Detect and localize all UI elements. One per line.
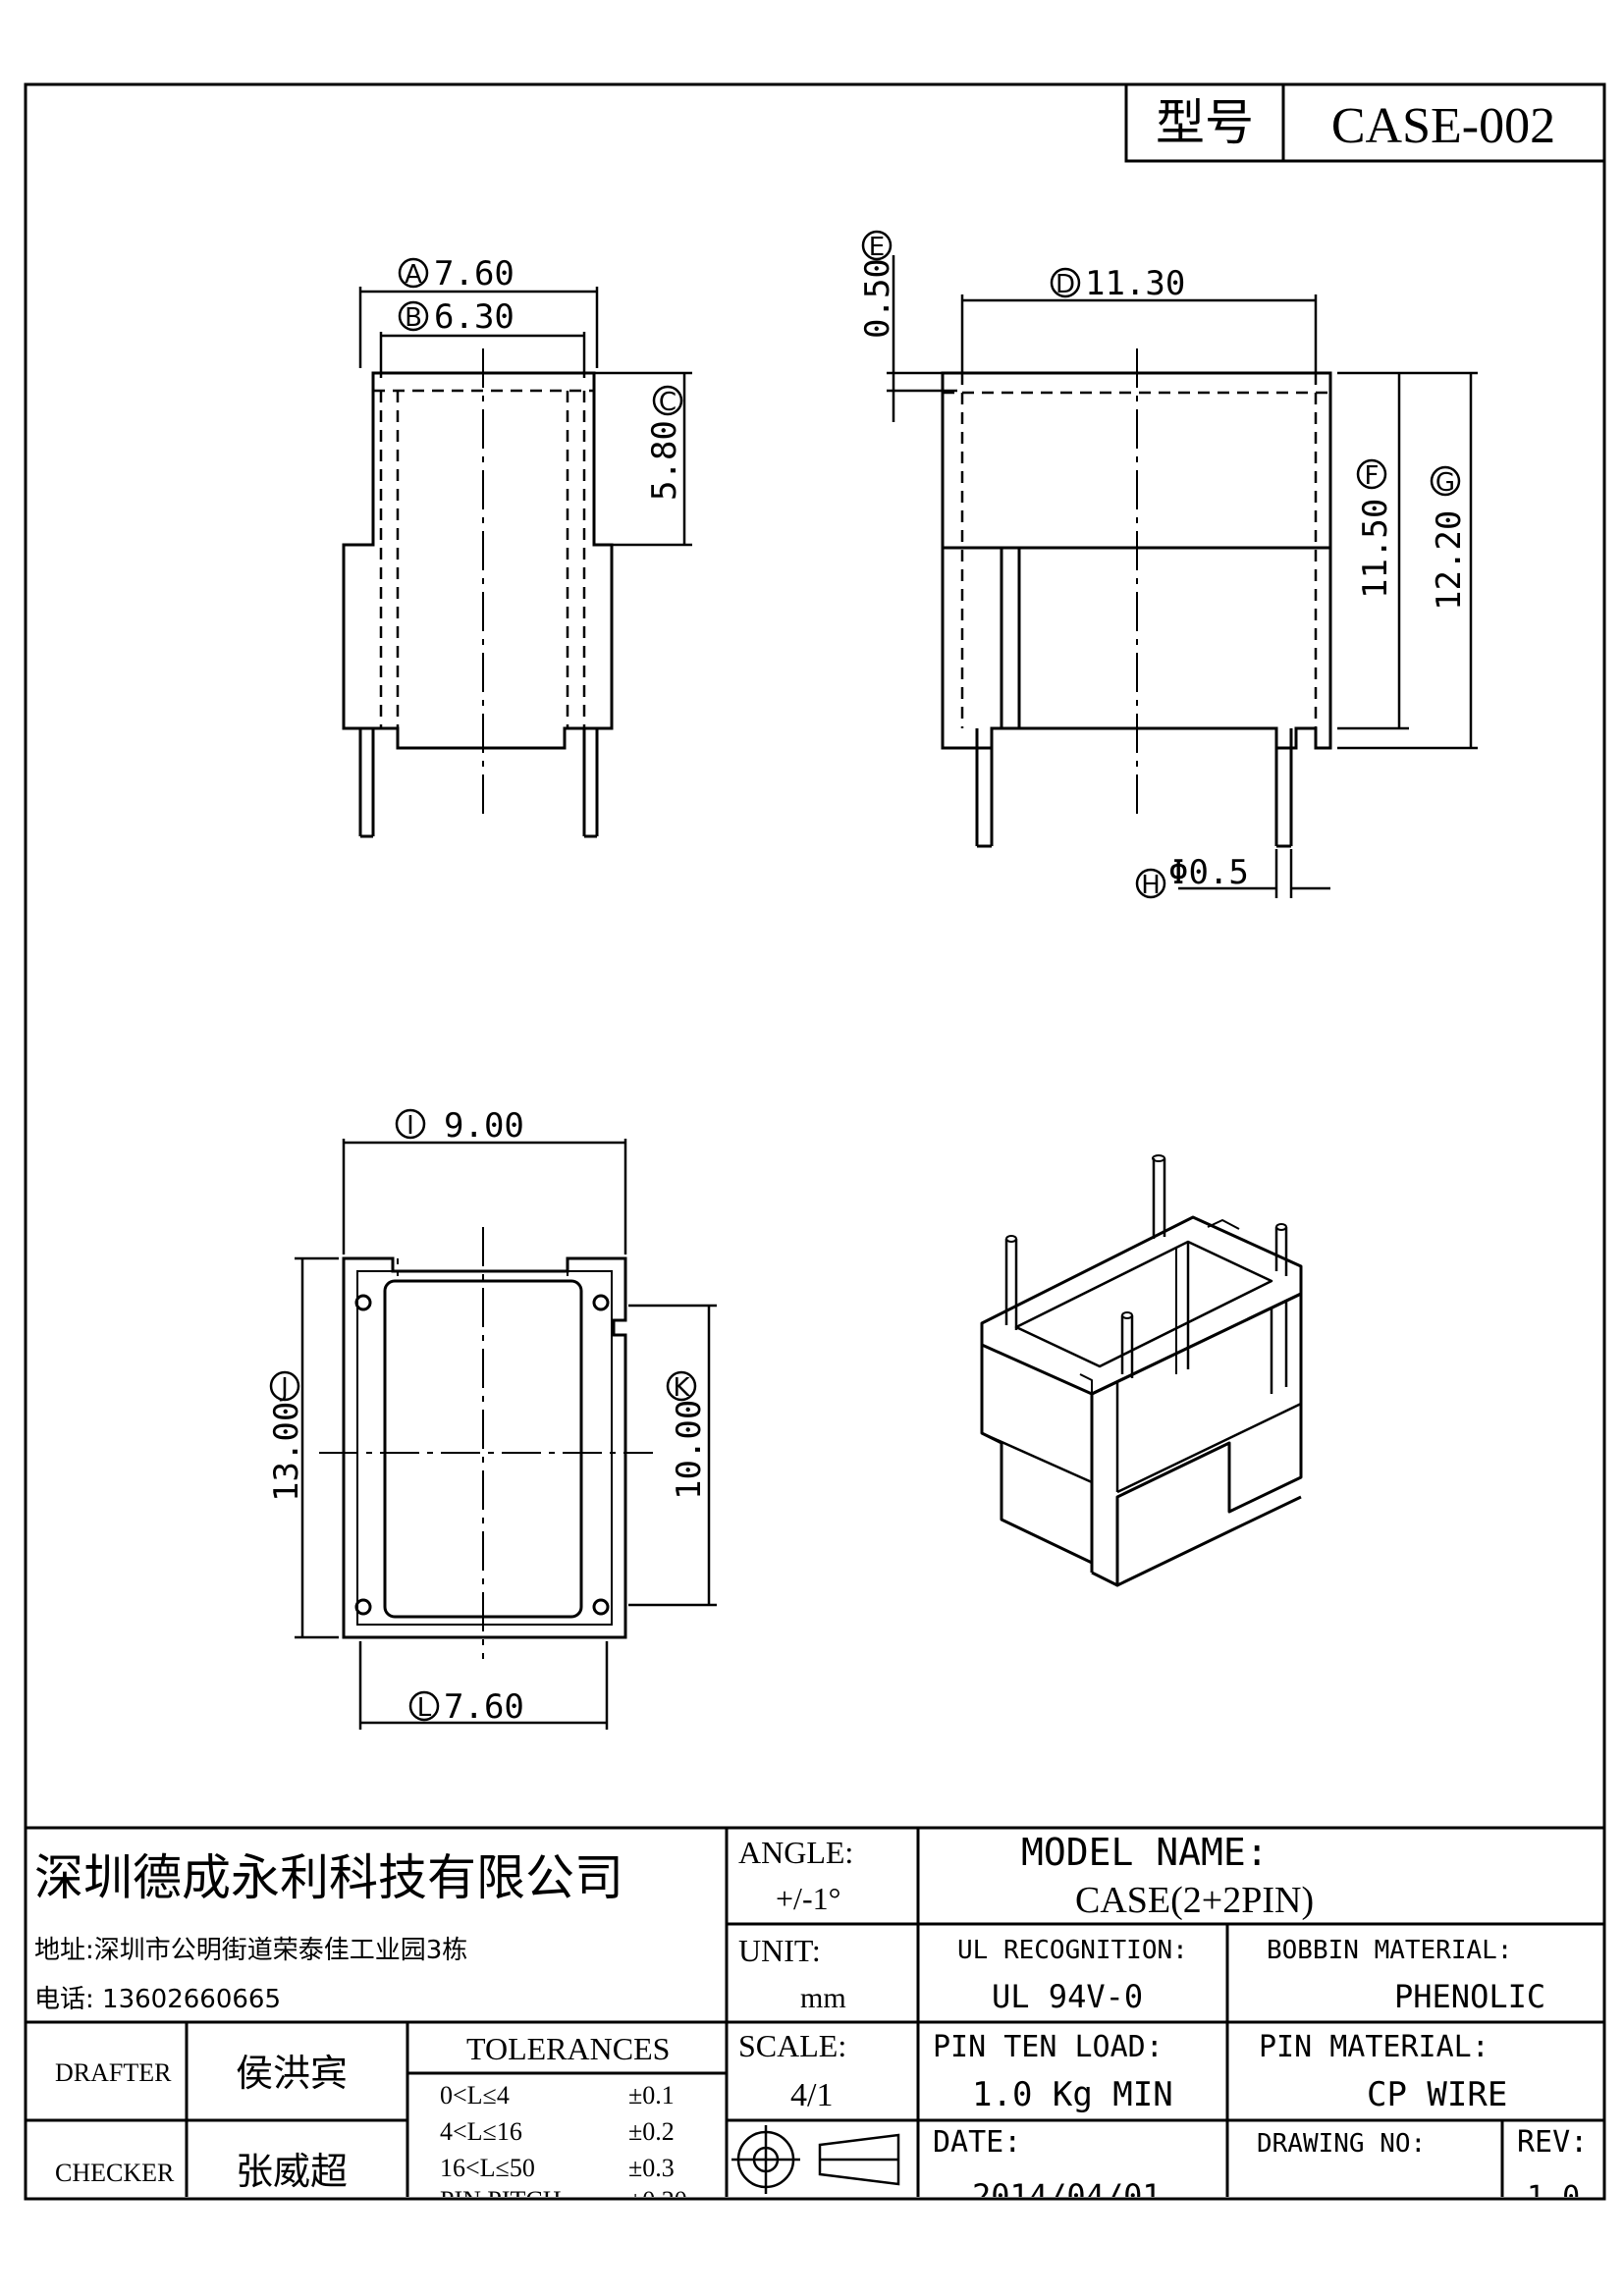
dim-J [269, 1256, 339, 1639]
dim-J-letter: J [279, 1373, 289, 1403]
rev-label: REV: [1517, 2125, 1588, 2160]
model-header-box [1124, 82, 1606, 163]
dim-B-letter: B [405, 303, 422, 333]
pin-material-label: PIN MATERIAL: [1259, 2030, 1489, 2064]
ul-label: UL RECOGNITION: [957, 1936, 1188, 1965]
dim-G-letter: G [1435, 468, 1455, 498]
dim-F-value: 11.50 [1356, 499, 1395, 599]
checker-label: CHECKER [55, 2159, 175, 2187]
drafter-name: 侯洪宾 [236, 2052, 348, 2095]
angle-value: +/-1° [776, 1881, 840, 1916]
company-address: 地址:深圳市公明街道荣泰佳工业园3栋 [34, 1936, 467, 1965]
dim-K-value: 10.00 [670, 1400, 709, 1500]
pin-material-value: CP WIRE [1367, 2075, 1507, 2114]
sheet-border [24, 82, 1606, 2201]
dim-C-letter: C [659, 388, 677, 417]
dim-I-letter: I [406, 1111, 414, 1141]
tol-range-3: 16<L≤50 [440, 2154, 535, 2182]
dim-G-value: 12.20 [1430, 510, 1469, 611]
pin-ten-value: 1.0 Kg MIN [972, 2075, 1173, 2114]
dim-L-value: 7.60 [444, 1687, 524, 1727]
dim-I [342, 1108, 627, 1255]
model-name-label: MODEL NAME: [1021, 1831, 1269, 1874]
side-view [941, 348, 1332, 848]
drafter-label: DRAFTER [55, 2058, 172, 2087]
dim-H [1135, 849, 1330, 899]
tol-value-3: ±0.3 [628, 2154, 675, 2182]
dim-L [358, 1641, 609, 1730]
dim-D [960, 267, 1318, 385]
dim-F [1337, 371, 1409, 730]
bobbin-value: PHENOLIC [1394, 1978, 1545, 2015]
tol-range-4: PIN PITCH [440, 2186, 562, 2215]
tol-range-1: 0<L≤4 [440, 2081, 510, 2109]
dim-K-letter: K [673, 1373, 690, 1403]
tol-value-2: ±0.2 [628, 2117, 675, 2146]
checker-name: 张威超 [236, 2150, 348, 2193]
dim-C [594, 371, 692, 547]
dim-D-value: 11.30 [1085, 264, 1185, 303]
dim-I-value: 9.00 [444, 1106, 524, 1146]
dim-A-letter: A [405, 260, 422, 290]
dim-L-letter: L [417, 1693, 432, 1723]
date-label: DATE: [933, 2125, 1021, 2160]
rev-value: 1.0 [1527, 2180, 1580, 2215]
model-label: 型号 [1156, 94, 1254, 151]
ul-value: UL 94V-0 [992, 1978, 1143, 2015]
isometric-view [980, 1154, 1303, 1587]
company-name: 深圳德成永利科技有限公司 [34, 1849, 623, 1906]
scale-value: 4/1 [790, 2077, 833, 2113]
unit-value: mm [800, 1982, 846, 2014]
tolerances-label: TOLERANCES [466, 2031, 670, 2066]
model-value: CASE-002 [1331, 98, 1555, 154]
angle-label: ANGLE: [738, 1835, 853, 1870]
company-phone: 电话: 13602660665 [34, 1985, 281, 2014]
model-name-value: CASE(2+2PIN) [1075, 1880, 1314, 1921]
dim-C-value: 5.80 [645, 420, 684, 501]
dim-G [1337, 371, 1478, 750]
projection-symbol [731, 2125, 900, 2194]
dim-K [628, 1304, 717, 1607]
date-value: 2014/04/01 [972, 2177, 1162, 2215]
tol-range-2: 4<L≤16 [440, 2117, 522, 2146]
dim-A [358, 257, 599, 368]
bobbin-label: BOBBIN MATERIAL: [1267, 1936, 1512, 1965]
dim-B-value: 6.30 [434, 297, 514, 337]
front-view [342, 348, 614, 838]
dim-E-letter: E [869, 233, 885, 262]
bottom-view [319, 1227, 653, 1659]
dim-H-letter: H [1141, 871, 1161, 900]
dim-J-value: 13.00 [267, 1402, 306, 1502]
dim-B [379, 300, 586, 378]
dim-E [861, 230, 957, 422]
title-block-grid [26, 1826, 1604, 2197]
tol-value-4: ±0.20 [628, 2186, 687, 2215]
dim-D-letter: D [1056, 270, 1075, 299]
pin-ten-label: PIN TEN LOAD: [933, 2030, 1164, 2064]
scale-label: SCALE: [738, 2028, 846, 2063]
dim-H-value: Φ0.5 [1168, 853, 1249, 892]
unit-label: UNIT: [738, 1933, 821, 1968]
drawing-no-label: DRAWING NO: [1257, 2129, 1426, 2159]
tol-value-1: ±0.1 [628, 2081, 675, 2109]
dim-E-value: 0.50 [858, 258, 897, 339]
dim-A-value: 7.60 [434, 254, 514, 294]
dim-F-letter: F [1365, 461, 1380, 491]
